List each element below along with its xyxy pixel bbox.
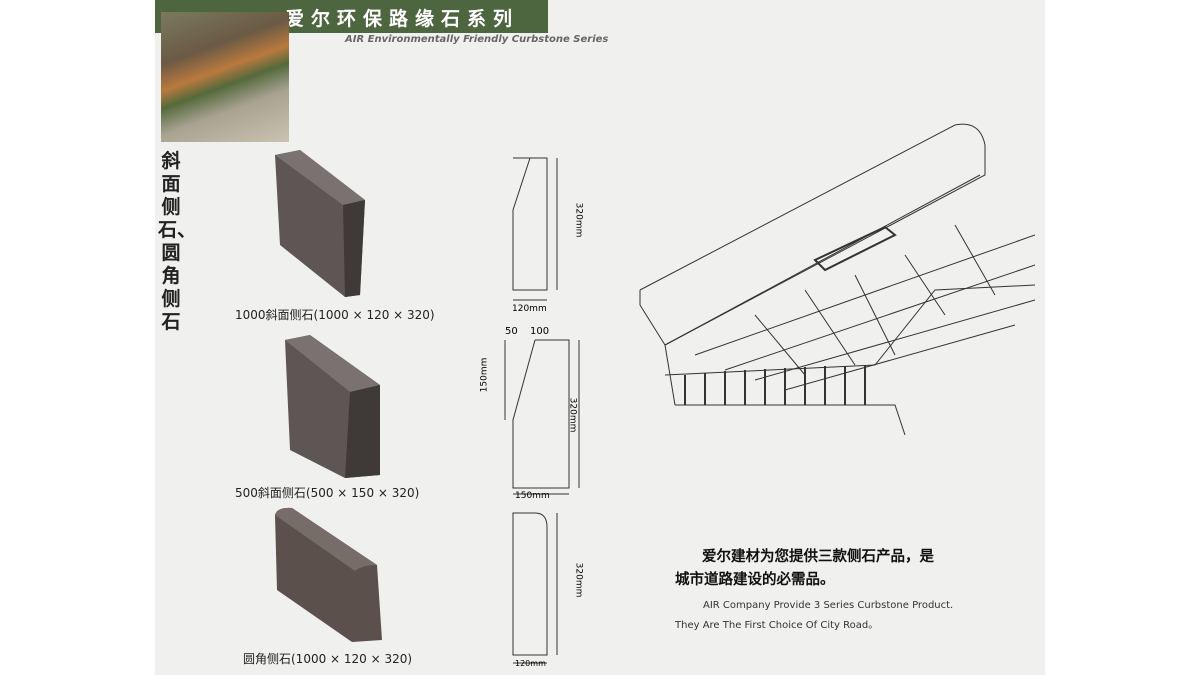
product-caption: 1000斜面侧石(1000 × 120 × 320) xyxy=(235,308,435,322)
dim-label: 150mm xyxy=(479,357,490,393)
dim-label: 320mm xyxy=(573,562,584,598)
brochure-page: 爱尔环保路缘石系列 AIR Environmentally Friendly C… xyxy=(155,0,1045,675)
title-en: AIR Environmentally Friendly Curbstone S… xyxy=(345,34,609,45)
dim-label: 150mm xyxy=(515,491,550,501)
dim-label: 50 xyxy=(505,326,518,337)
drawing-bevel-500 xyxy=(504,339,580,495)
curb-installation-illustration xyxy=(639,123,1035,436)
description-en-2: They Are The First Choice Of City Road。 xyxy=(675,620,879,631)
product-caption: 500斜面侧石(500 × 150 × 320) xyxy=(235,486,420,500)
dim-label: 320mm xyxy=(573,202,584,238)
drawing-bevel-1000 xyxy=(512,157,558,301)
curbstone-photo xyxy=(161,12,289,142)
product-caption: 圆角侧石(1000 × 120 × 320) xyxy=(243,652,413,666)
description-en-1: AIR Company Provide 3 Series Curbstone P… xyxy=(703,600,954,611)
dim-label: 100 xyxy=(530,326,550,337)
product-image-bevel-500 xyxy=(285,335,380,478)
dim-label: 120mm xyxy=(512,304,547,314)
description-cn-1: 爱尔建材为您提供三款侧石产品，是 xyxy=(702,549,934,565)
dim-label: 120mm xyxy=(515,659,546,668)
drawing-rounded xyxy=(512,512,558,664)
product-image-bevel-1000 xyxy=(275,150,365,297)
description-cn-2: 城市道路建设的必需品。 xyxy=(675,572,835,588)
side-title: 斜面侧石、圆角侧石 xyxy=(158,150,197,333)
dim-label: 320mm xyxy=(567,397,578,433)
product-image-rounded xyxy=(275,507,382,642)
title-cn: 爱尔环保路缘石系列 xyxy=(285,8,520,30)
